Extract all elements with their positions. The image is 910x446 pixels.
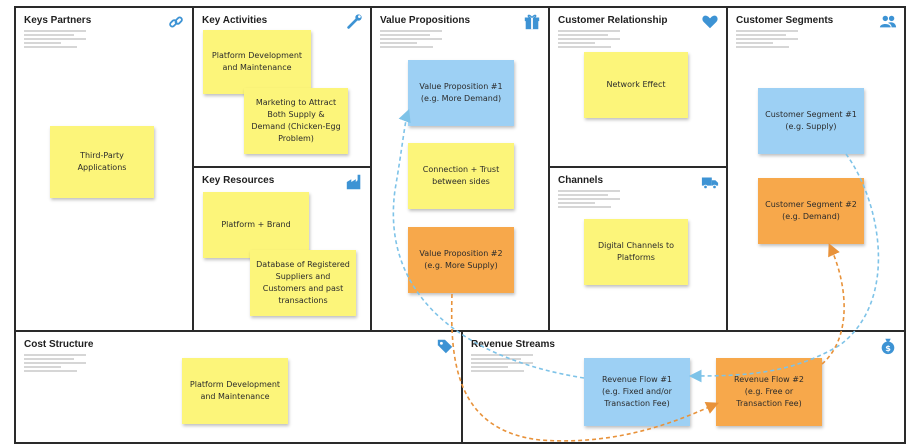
- revenue-streams-title: Revenue Streams: [471, 339, 555, 350]
- note-network-effect: Network Effect: [584, 52, 688, 118]
- heart-icon: [702, 15, 718, 29]
- placeholder-lines: [558, 190, 620, 210]
- placeholder-lines: [471, 354, 533, 374]
- note-cost-platform-development: Platform Development and Maintenance: [182, 358, 288, 424]
- note-customer-segment-2: Customer Segment #2 (e.g. Demand): [758, 178, 864, 244]
- note-revenue-flow-2: Revenue Flow #2 (e.g. Free or Transactio…: [716, 358, 822, 426]
- gift-icon: [524, 14, 540, 30]
- placeholder-lines: [558, 30, 620, 50]
- placeholder-lines: [380, 30, 442, 50]
- factory-icon: [346, 174, 361, 190]
- svg-text:$: $: [885, 343, 891, 353]
- placeholder-lines: [24, 30, 86, 50]
- placeholder-lines: [736, 30, 798, 50]
- note-connection-trust: Connection + Trust between sides: [408, 143, 514, 209]
- tag-icon: [437, 339, 453, 354]
- customer-segments-title: Customer Segments: [736, 15, 834, 26]
- note-customer-segment-1: Customer Segment #1 (e.g. Supply): [758, 88, 864, 154]
- key-activities-title: Key Activities: [202, 15, 268, 26]
- note-platform-brand: Platform + Brand: [203, 192, 309, 258]
- note-digital-channels: Digital Channels to Platforms: [584, 219, 688, 285]
- note-value-proposition-2: Value Proposition #2 (e.g. More Supply): [408, 227, 514, 293]
- key-partners-section: Keys Partners: [14, 6, 194, 332]
- wrench-icon: [347, 14, 362, 29]
- money-bag-icon: $: [881, 338, 895, 355]
- truck-icon: [701, 177, 719, 190]
- note-value-proposition-1: Value Proposition #1 (e.g. More Demand): [408, 60, 514, 126]
- value-propositions-title: Value Propositions: [380, 15, 471, 26]
- customer-segments-section: Customer Segments: [726, 6, 906, 332]
- note-marketing: Marketing to Attract Both Supply & Deman…: [244, 88, 348, 154]
- cost-structure-title: Cost Structure: [24, 339, 94, 350]
- placeholder-lines: [24, 354, 86, 374]
- note-platform-development: Platform Development and Maintenance: [203, 30, 311, 94]
- key-resources-title: Key Resources: [202, 175, 275, 186]
- key-partners-title: Keys Partners: [24, 15, 92, 26]
- note-revenue-flow-1: Revenue Flow #1 (e.g. Fixed and/or Trans…: [584, 358, 690, 426]
- link-icon: [169, 16, 183, 28]
- customer-relationship-title: Customer Relationship: [558, 15, 668, 26]
- note-database: Database of Registered Suppliers and Cus…: [250, 250, 356, 316]
- users-icon: [879, 15, 897, 28]
- channels-title: Channels: [558, 175, 604, 186]
- note-third-party-applications: Third-Party Applications: [50, 126, 154, 198]
